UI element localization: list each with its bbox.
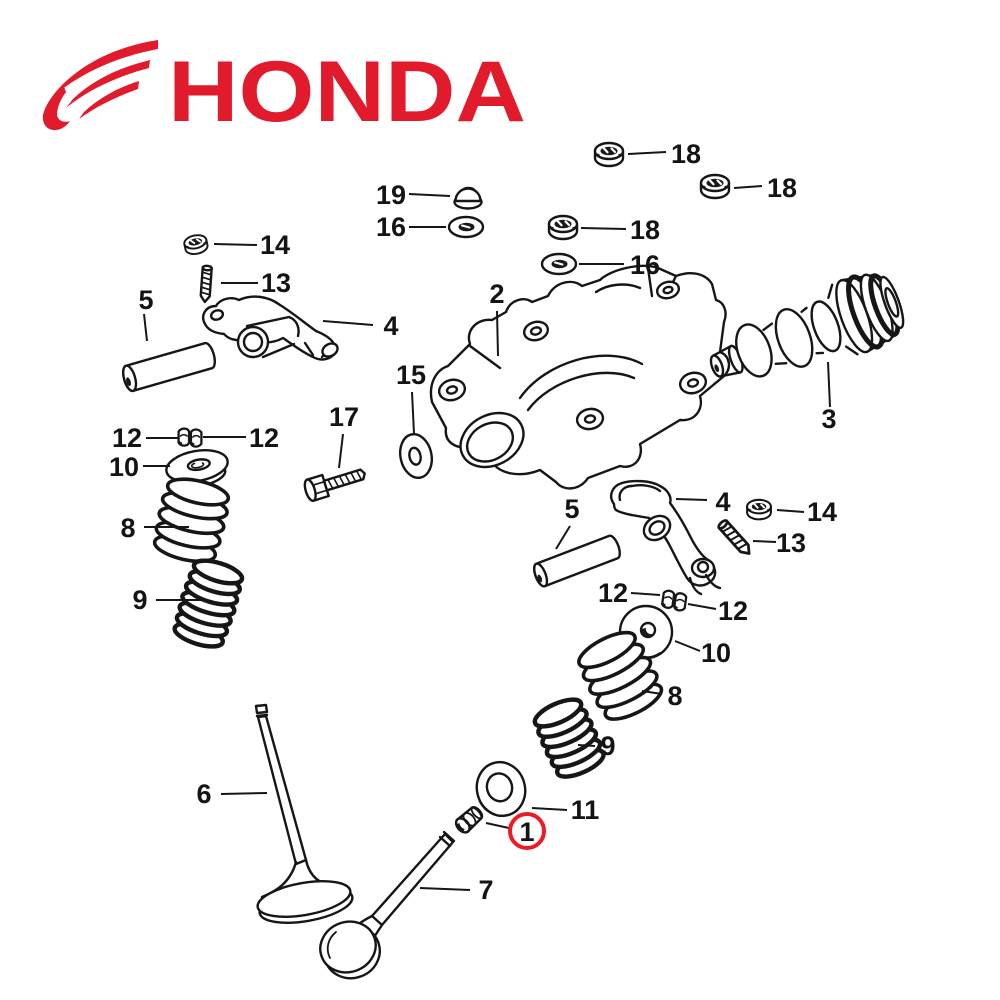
- washer-15-drawing: [398, 433, 434, 479]
- valve-7-drawing: [319, 830, 456, 980]
- callout-18-right: 18: [767, 173, 797, 203]
- spring-seat-drawing: [475, 760, 527, 818]
- callout-5-right: 5: [564, 494, 579, 524]
- flange-bolt-drawing: [303, 468, 366, 502]
- callout-4-left: 4: [383, 311, 398, 341]
- cap-nut-drawing: [453, 186, 483, 210]
- honda-logo: HONDA: [42, 40, 526, 140]
- callout-12-right-a: 12: [598, 578, 628, 608]
- callout-14-left: 14: [260, 230, 290, 260]
- callout-2: 2: [489, 279, 504, 309]
- callout-14-right: 14: [807, 497, 837, 527]
- callout-12-left-a: 12: [112, 423, 142, 453]
- outer-valve-spring-left-drawing: [152, 477, 231, 564]
- honda-wing-icon: [42, 40, 158, 131]
- valve-cotters-right-drawing: [659, 588, 688, 613]
- callout-5-left: 5: [138, 285, 153, 315]
- callout-18-mid: 18: [630, 215, 660, 245]
- callout-10-right: 10: [701, 638, 731, 668]
- honda-wordmark: HONDA: [168, 44, 526, 140]
- callout-8-left: 8: [120, 513, 135, 543]
- washer-drawing: [447, 215, 485, 239]
- callout-15: 15: [396, 360, 426, 390]
- flange-nut-drawing: [547, 214, 579, 241]
- highlight-circle: [508, 812, 546, 850]
- inner-valve-spring-left-drawing: [172, 558, 245, 649]
- callout-17: 17: [329, 402, 359, 432]
- adjusting-screw-right-drawing: [715, 517, 755, 559]
- callout-11: 11: [571, 795, 600, 825]
- valve-6-drawing: [254, 703, 354, 924]
- callout-10-left: 10: [109, 452, 139, 482]
- callout-16-mid: 16: [630, 250, 660, 280]
- rocker-shaft-right-drawing: [533, 534, 621, 588]
- callout-3: 3: [821, 404, 836, 434]
- callout-13-right: 13: [776, 528, 806, 558]
- callout-16-left: 16: [376, 212, 406, 242]
- callout-8-right: 8: [667, 681, 682, 711]
- washer-drawing: [540, 252, 578, 276]
- callout-19: 19: [376, 180, 406, 210]
- callout-12-left-b: 12: [249, 423, 279, 453]
- callout-7: 7: [478, 875, 493, 905]
- outer-valve-spring-right-drawing: [577, 630, 664, 721]
- valve-stem-seal-drawing: [454, 806, 484, 834]
- highlighted-callout-1: 1: [508, 812, 546, 850]
- callout-4-right: 4: [715, 487, 730, 517]
- callout-18-top: 18: [671, 139, 701, 169]
- rocker-arm-left-drawing: [202, 295, 339, 361]
- callout-12-right-b: 12: [718, 596, 748, 626]
- valve-cotters-left-drawing: [176, 427, 203, 448]
- inner-valve-spring-right-drawing: [532, 697, 606, 779]
- rocker-shaft-left-drawing: [122, 341, 216, 393]
- camshaft-drawing: [709, 273, 905, 378]
- lock-nut-right-drawing: [746, 498, 772, 521]
- callout-1: 1: [519, 817, 534, 847]
- adjusting-screw-left-drawing: [199, 264, 214, 304]
- callout-9-left: 9: [132, 585, 147, 615]
- callout-13-left: 13: [261, 268, 291, 298]
- cylinder-head-cover-drawing: [429, 264, 731, 490]
- rocker-arm-right-drawing: [610, 479, 722, 596]
- flange-nut-drawing: [699, 173, 731, 200]
- leader-lines: [143, 151, 831, 891]
- lock-nut-left-drawing: [182, 232, 210, 257]
- callout-9-right: 9: [600, 731, 615, 761]
- flange-nut-drawing: [593, 141, 625, 168]
- callout-6: 6: [196, 779, 211, 809]
